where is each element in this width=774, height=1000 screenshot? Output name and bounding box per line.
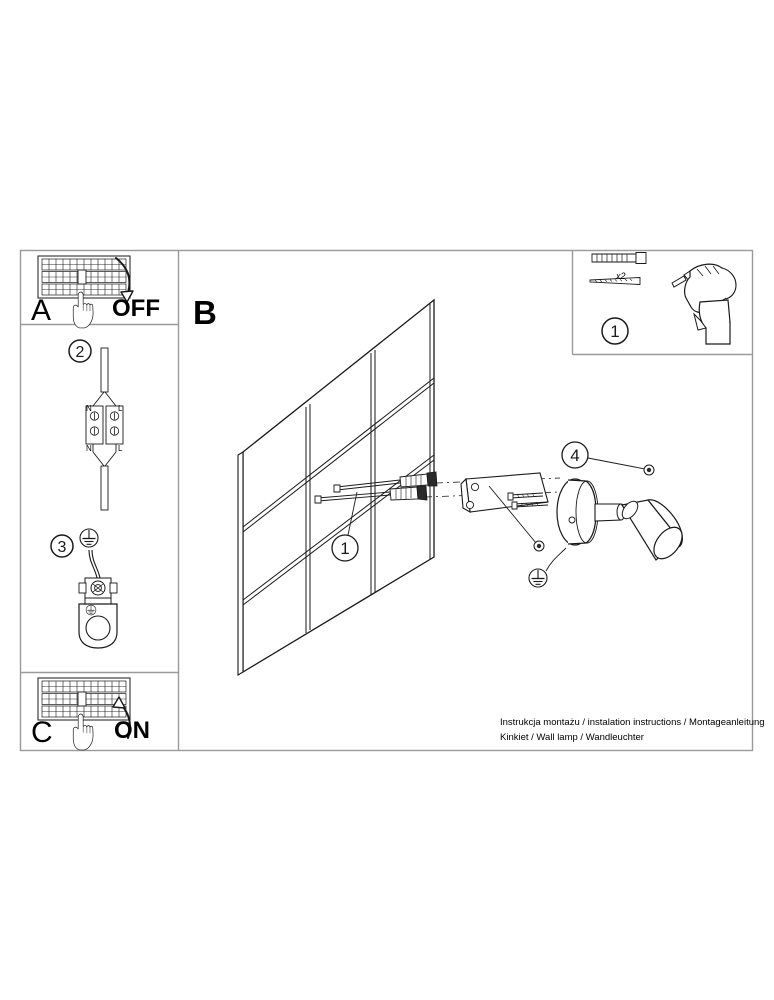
terminal-label-n-top: N [86,404,92,413]
svg-text:2: 2 [76,344,85,361]
panel-a-breaker-off [37,255,134,329]
panel-b-letter: B [193,294,217,331]
earth-ground-icon-small [85,604,97,616]
wall-plug-icon [591,252,647,264]
parts-quantity-label: x2 [616,271,626,281]
terminal-label-l-bottom: L [118,444,123,453]
step-3-earth-connection: 3 [50,528,118,649]
panel-c-letter: C [31,716,53,749]
step-1-drill-and-fixings: 1 [589,252,737,345]
main-wall-isometric: 1 [237,298,438,676]
terminal-label-l-top: L [118,404,123,413]
svg-text:1: 1 [610,322,619,341]
panel-c-breaker-on [37,677,131,751]
step-2-terminal-block: 2 [68,339,124,511]
svg-text:1: 1 [340,539,349,558]
terminal-label-n-bottom: N [86,444,92,453]
lamp-assembly: 4 [424,441,683,588]
panel-a-off-label: OFF [112,295,160,322]
wall-fixings [314,471,438,504]
power-drill-icon [671,263,737,345]
caption-line-1: Instrukcja montażu / instalation instruc… [500,717,765,728]
earth-ground-icon-lamp [528,568,548,588]
screw-icon [589,277,641,285]
earth-ground-icon [79,528,99,548]
bracket-screws [507,492,549,510]
svg-text:4: 4 [570,446,579,465]
svg-text:3: 3 [58,539,67,556]
panel-a-letter: A [31,294,52,327]
sheet-frame [19,249,754,752]
caption-line-2: Kinkiet / Wall lamp / Wandleuchter [500,732,644,743]
panel-c-on-label: ON [114,717,150,744]
